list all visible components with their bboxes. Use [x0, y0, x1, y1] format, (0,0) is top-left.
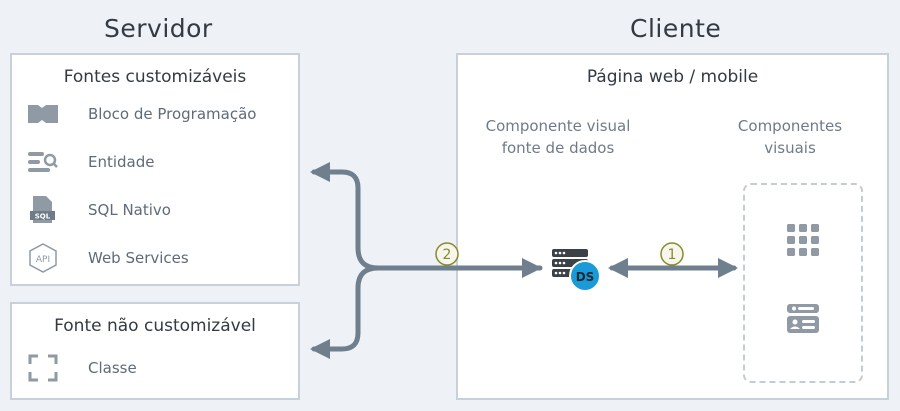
svg-text:SQL: SQL	[35, 213, 51, 221]
block-icon	[26, 99, 60, 129]
server-connector	[310, 162, 543, 359]
ds-badge-label: DS	[576, 270, 595, 284]
server-title: Servidor	[104, 14, 213, 43]
form-component-icon[interactable]	[787, 304, 819, 333]
source-item-label: Entidade	[88, 153, 155, 171]
client-page-title: Página web / mobile	[586, 67, 759, 87]
entity-search-icon	[26, 147, 60, 177]
noncustom-sources-title: Fonte não customizável	[54, 316, 256, 336]
custom-sources-box: Fontes customizáveis Bloco de Programaçã…	[10, 53, 300, 286]
ds-badge	[569, 260, 601, 292]
source-item-sql[interactable]: SQL SQL Nativo	[26, 195, 171, 225]
source-item-webservices[interactable]: API Web Services	[26, 243, 189, 273]
client-title: Cliente	[630, 14, 722, 43]
custom-sources-title: Fontes customizáveis	[63, 67, 247, 87]
source-item-entidade[interactable]: Entidade	[26, 147, 155, 177]
svg-text:API: API	[36, 255, 50, 265]
source-item-classe[interactable]: Classe	[26, 353, 137, 383]
step-2-marker: 2	[435, 242, 459, 266]
step-1-marker: 1	[660, 242, 684, 266]
datasource-component-label: Componente visual fonte de dados	[485, 117, 631, 157]
source-item-label: SQL Nativo	[88, 201, 171, 219]
class-frame-icon	[26, 353, 60, 383]
visual-components-label: Componentes visuais	[737, 117, 843, 157]
api-icon: API	[26, 243, 60, 273]
grid-component-icon[interactable]	[787, 224, 819, 256]
source-item-label: Web Services	[88, 249, 189, 267]
datasource-server-icon[interactable]: DS	[552, 249, 601, 292]
step-1-label: 1	[668, 247, 677, 263]
source-item-label: Classe	[88, 359, 137, 377]
step-2-label: 2	[443, 247, 452, 263]
source-item-label: Bloco de Programação	[88, 105, 257, 123]
source-item-bloco[interactable]: Bloco de Programação	[26, 99, 256, 129]
sql-file-icon: SQL	[26, 195, 60, 225]
noncustom-sources-box: Fonte não customizável Classe	[10, 302, 300, 400]
visual-components-container	[743, 183, 863, 383]
